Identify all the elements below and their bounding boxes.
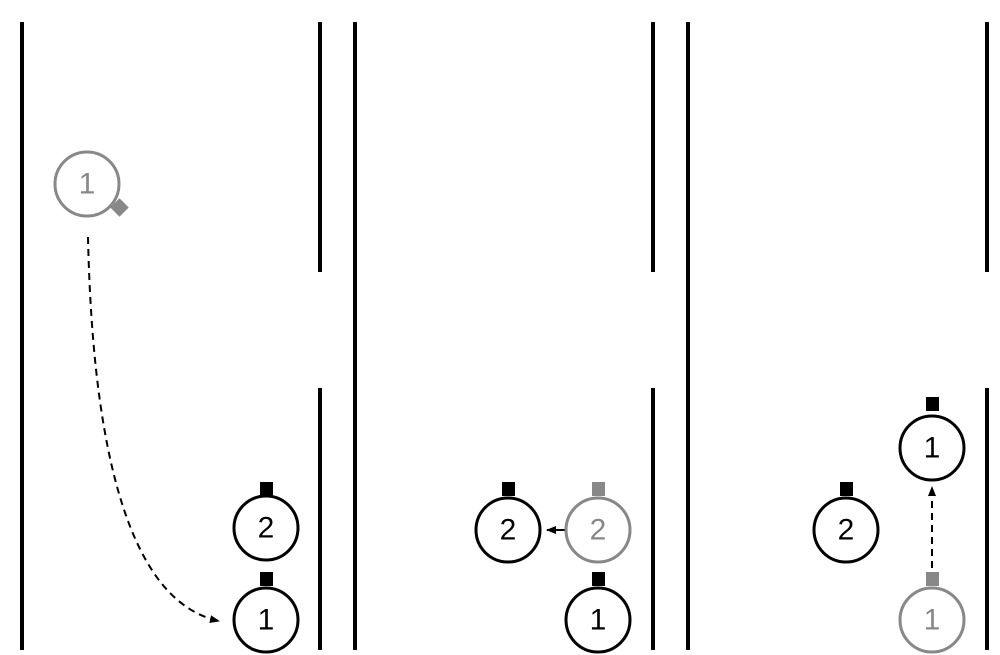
sensor-icon [592, 572, 605, 586]
sensor-icon [592, 482, 605, 496]
robot-label: 2 [590, 514, 607, 547]
sensor-icon [260, 482, 273, 496]
robot-label: 1 [924, 604, 941, 637]
sensor-icon [502, 482, 515, 496]
robot: 2 [232, 482, 300, 562]
sensor-icon [840, 482, 853, 496]
move-path-dashed [87, 236, 220, 624]
robot: 1 [898, 397, 966, 482]
robot-ghost: 2 [564, 482, 632, 564]
robot-ghost: 1 [53, 150, 129, 218]
robot: 2 [812, 482, 880, 564]
panel-2: 2 2 1 [353, 22, 655, 654]
robot-label: 1 [590, 604, 607, 637]
panel-3: 1 2 1 [686, 22, 989, 654]
robot-label: 1 [924, 432, 941, 465]
robot-label: 1 [258, 604, 275, 637]
robot-label: 1 [79, 168, 96, 201]
robot-label: 2 [258, 512, 275, 545]
panel-1: 1 2 1 [20, 22, 322, 654]
sensor-icon [926, 397, 939, 411]
robot: 1 [232, 572, 300, 654]
robot-ghost: 1 [898, 572, 966, 654]
sensor-icon [110, 198, 129, 217]
sensor-icon [926, 572, 939, 586]
robot-label: 2 [500, 514, 517, 547]
robot: 1 [564, 572, 632, 654]
robot-label: 2 [838, 514, 855, 547]
robot: 2 [474, 482, 542, 564]
sensor-icon [260, 572, 273, 586]
